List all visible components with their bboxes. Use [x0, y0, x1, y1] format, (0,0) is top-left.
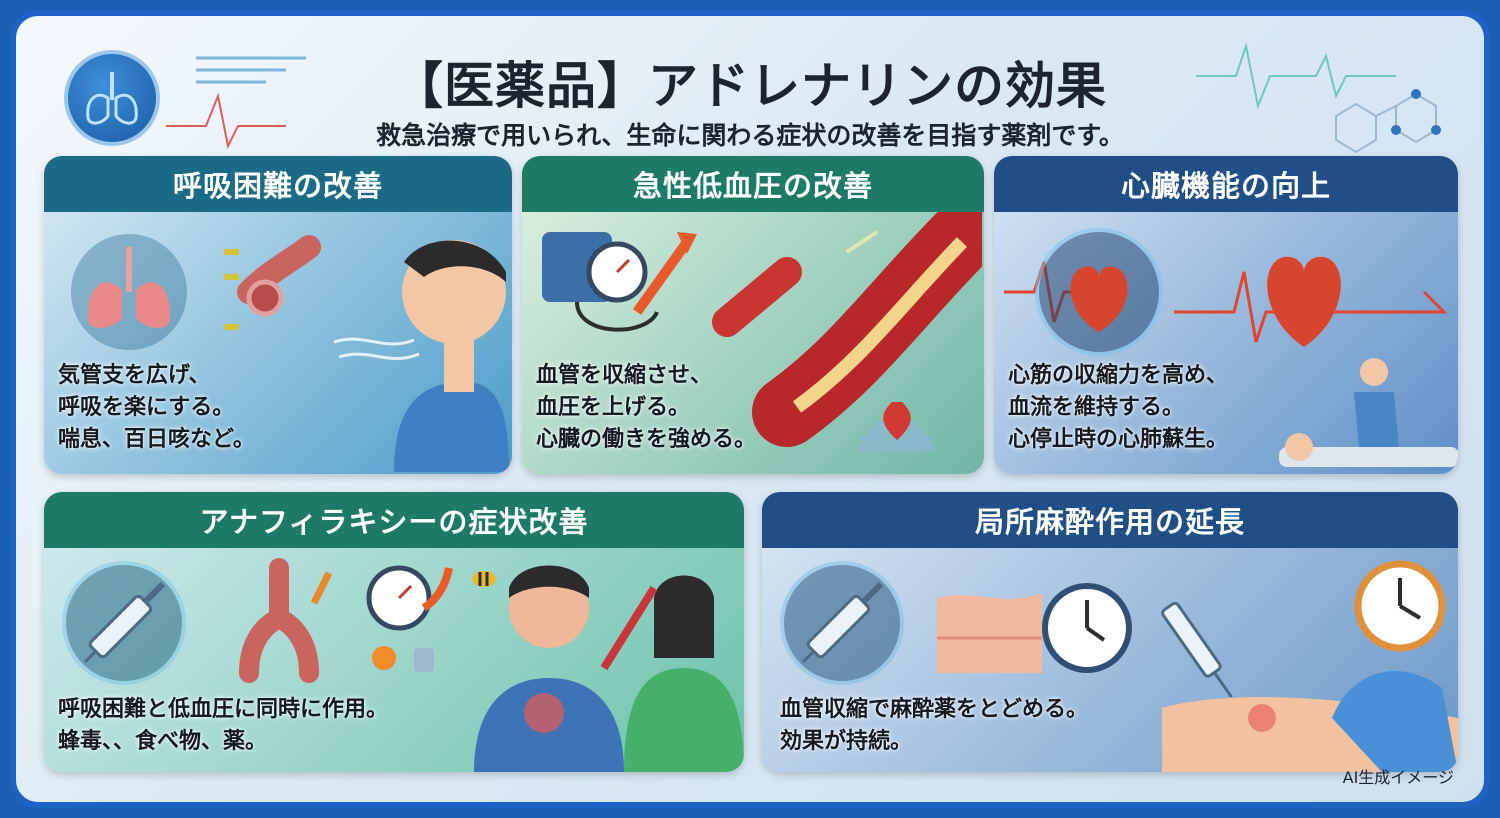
- molecule-decoration: [1196, 42, 1441, 154]
- card-title: 急性低血圧の改善: [522, 156, 984, 212]
- card-breathing: 呼吸困難の改善 気管支を広げ、: [44, 156, 512, 474]
- blood-pressure-gauge-icon: [542, 232, 697, 332]
- lungs-icon: [71, 234, 187, 350]
- patient-illustration: [474, 565, 744, 772]
- card-description: 呼吸困難と低血圧に同時に作用。 蜂毒、、食べ物、薬。: [58, 697, 389, 754]
- card-hypotension: 急性低血圧の改善 血管を収縮させ、 血圧を上げる。 心臓: [522, 156, 984, 474]
- bee-icon: [472, 571, 496, 587]
- cpr-illustration: [1279, 358, 1458, 467]
- syringe-icon: [780, 561, 904, 685]
- clock-icon: [1354, 560, 1446, 652]
- card-title: アナフィラキシーの症状改善: [44, 492, 744, 548]
- bronchi-icon: [239, 558, 333, 683]
- breathing-man-illustration: [334, 240, 509, 472]
- page-title: 【医薬品】アドレナリンの効果: [393, 57, 1107, 115]
- bronchi-icon: [224, 235, 321, 330]
- card-description: 気管支を広げ、 呼吸を楽にする。 喘息、百日咳など。: [58, 363, 255, 452]
- injection-arm-illustration: [1161, 601, 1458, 772]
- card-title: 心臓機能の向上: [994, 156, 1458, 212]
- page-subtitle: 救急治療で用いられ、生命に関わる症状の改善を目指す薬剤です。: [376, 121, 1124, 150]
- card-anaphylaxis: アナフィラキシーの症状改善: [44, 492, 744, 772]
- card-description: 血管収縮で麻酔薬をとどめる。 効果が持続。: [780, 697, 1089, 754]
- ecg-line-decoration: [166, 56, 306, 150]
- skin-layer-icon: [937, 583, 1132, 673]
- lungs-logo-icon: [64, 50, 160, 146]
- card-heart-function: 心臓機能の向上 心筋の収縮力を高め、 血流を維持する。 心停止時の心肺蘇生。: [994, 156, 1458, 474]
- card-description: 心筋の収縮力を高め、 血流を維持する。 心停止時の心肺蘇生。: [1008, 363, 1229, 452]
- card-description: 血管を収縮させ、 血圧を上げる。 心臓の働きを強める。: [536, 363, 757, 452]
- heart-icon: [1004, 228, 1448, 356]
- syringe-icon: [62, 561, 186, 685]
- card-local-anesthesia: 局所麻酔作用の延長: [762, 492, 1458, 772]
- card-title: 局所麻酔作用の延長: [762, 492, 1458, 548]
- infographic-frame: 【医薬品】アドレナリンの効果 救急治療で用いられ、生命に関わる症状の改善を目指す…: [10, 10, 1490, 808]
- card-title: 呼吸困難の改善: [44, 156, 512, 212]
- ai-credit-label: AI生成イメージ: [1342, 768, 1454, 787]
- blood-vessel-illustration: [712, 212, 982, 452]
- blood-pressure-gauge-icon: [366, 565, 453, 672]
